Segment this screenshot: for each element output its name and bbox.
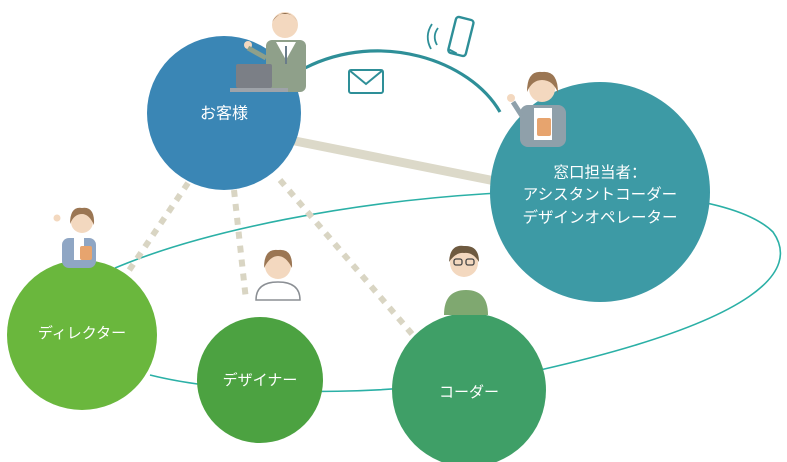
smartphone-icon bbox=[426, 15, 475, 58]
window-contact-title: 窓口担当者： bbox=[553, 163, 647, 182]
window-contact-role-1: アシスタントコーダー bbox=[522, 185, 678, 204]
customer-label: お客様 bbox=[199, 103, 249, 123]
customer-coder-link bbox=[277, 178, 415, 336]
coder-label: コーダー bbox=[438, 383, 500, 402]
director-person-icon bbox=[53, 207, 96, 268]
window-contact-role-2: デザインオペレーター bbox=[522, 208, 678, 227]
designer-node bbox=[197, 317, 323, 443]
customer-designer-link bbox=[231, 189, 249, 301]
designer-person-icon bbox=[255, 249, 301, 301]
director-label: ディレクター bbox=[37, 324, 127, 343]
customer-window-link bbox=[289, 135, 506, 188]
coder-node bbox=[392, 313, 546, 462]
director-node bbox=[7, 260, 157, 410]
designer-label: デザイナー bbox=[222, 371, 298, 390]
window-contact-label: 窓口担当者： アシスタントコーダー デザインオペレーター bbox=[522, 161, 677, 228]
mail-icon bbox=[348, 69, 384, 94]
communication-arc bbox=[304, 49, 502, 113]
coder-person-icon bbox=[444, 245, 488, 315]
customer-director-link bbox=[125, 181, 191, 274]
customer-person-icon bbox=[230, 12, 306, 92]
team-ellipse bbox=[114, 190, 782, 393]
window-contact-person-icon bbox=[507, 71, 566, 147]
